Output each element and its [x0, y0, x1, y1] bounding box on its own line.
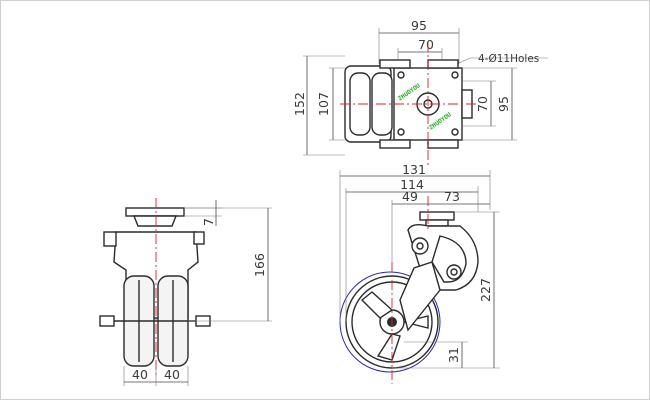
dim-73: 73 — [444, 189, 460, 204]
dim-49: 49 — [402, 189, 418, 204]
dim-227: 227 — [478, 278, 493, 302]
front-lock-left — [103, 231, 117, 247]
dim-95-top: 95 — [411, 18, 427, 33]
dim-131: 131 — [402, 162, 426, 177]
side-swivel — [425, 219, 449, 227]
side-view: 131 114 49 73 227 31 — [339, 162, 500, 384]
top-view: 95 70 4-Ø11Holes 152 107 — [292, 18, 548, 168]
dim-107: 107 — [316, 92, 331, 116]
front-view: 7 166 40 40 — [99, 198, 272, 386]
mount-hole — [451, 128, 459, 136]
dim-40-left: 40 — [132, 367, 148, 382]
dim-7: 7 — [201, 218, 216, 226]
front-swivel — [132, 215, 178, 227]
axle-nut-top — [379, 59, 411, 69]
bolt-head-bottom — [427, 139, 459, 149]
wheel-spoke — [360, 291, 394, 319]
side-top-plate — [419, 211, 455, 221]
axle-nut-bottom — [379, 139, 411, 149]
dim-152: 152 — [292, 92, 307, 116]
dim-95-right: 95 — [496, 96, 511, 112]
side-pivot-inner — [416, 242, 424, 250]
dim-70-top: 70 — [418, 37, 434, 52]
mount-hole — [397, 128, 405, 136]
side-fork-arm — [399, 261, 441, 332]
mount-hole — [451, 71, 459, 79]
bolt-head-top — [427, 59, 459, 69]
dim-114: 114 — [400, 177, 424, 192]
front-lock-right — [193, 231, 205, 245]
front-top-plate — [125, 207, 185, 217]
hole-note: 4-Ø11Holes — [478, 53, 539, 65]
side-spring-pin-inner — [450, 268, 458, 276]
dim-166: 166 — [252, 253, 267, 277]
front-axle-left — [99, 315, 115, 327]
mount-hole — [397, 71, 405, 79]
dim-31: 31 — [446, 347, 461, 363]
dim-70-right: 70 — [475, 96, 490, 112]
dim-40-right: 40 — [164, 367, 180, 382]
